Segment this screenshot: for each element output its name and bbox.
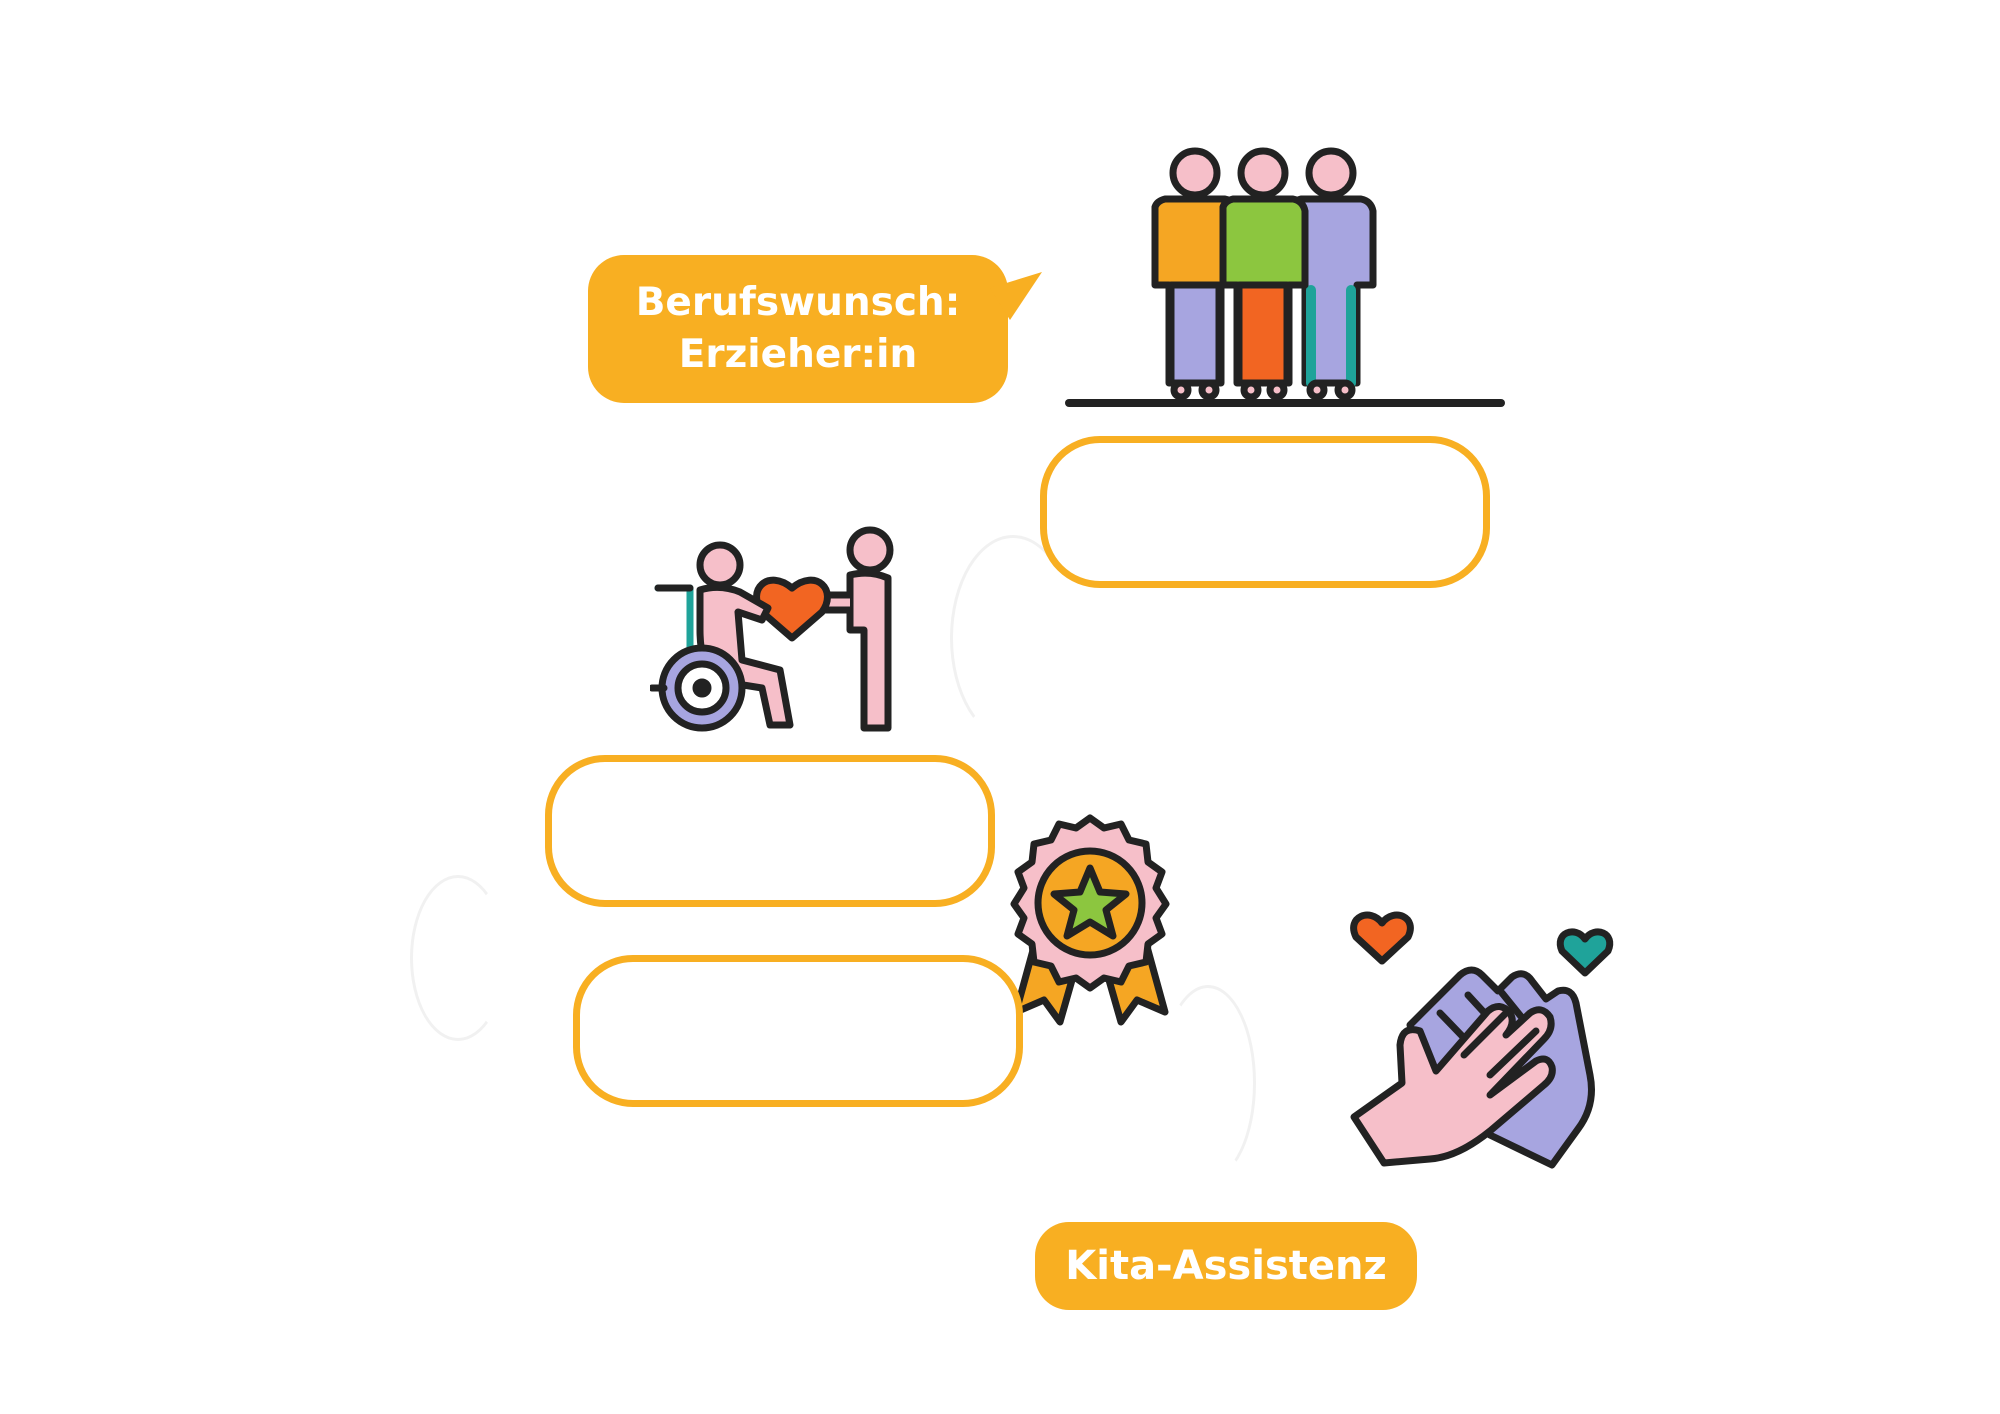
helping-hands-icon	[1350, 911, 1614, 1169]
kita-assistenz-text: Kita-Assistenz	[1065, 1243, 1387, 1289]
kita-assistenz-label: Kita-Assistenz	[1035, 1222, 1417, 1310]
connector-arc	[410, 875, 506, 1041]
wheelchair-care-icon	[650, 526, 894, 732]
group-of-people-icon	[1065, 147, 1505, 407]
blank-answer-box-2[interactable]	[545, 755, 995, 907]
connector-arc	[950, 535, 1076, 741]
blank-answer-box-3[interactable]	[573, 955, 1023, 1107]
career-wish-line-2: Erzieher:in	[678, 332, 918, 377]
award-ribbon-icon	[1010, 814, 1170, 1026]
connector-arc	[1160, 985, 1256, 1181]
career-wish-bubble: Berufswunsch: Erzieher:in	[588, 255, 1008, 403]
career-wish-line-1: Berufswunsch:	[635, 280, 961, 325]
bubble-tail	[990, 272, 1042, 320]
blank-answer-box-1[interactable]	[1040, 436, 1490, 588]
